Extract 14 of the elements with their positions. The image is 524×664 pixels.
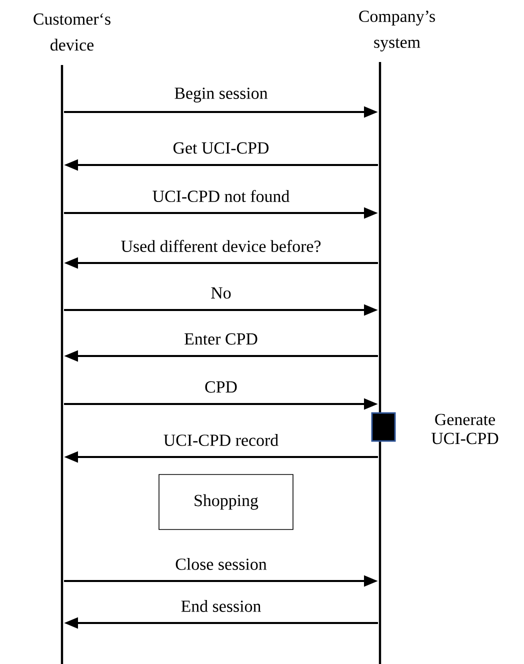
- edge-label: Used different device before?: [120, 238, 322, 254]
- lifeline-header: Customer‘s device: [34, 13, 110, 51]
- edge-label: No: [210, 286, 232, 300]
- lifeline-header: Company’s system: [359, 10, 435, 52]
- edge-label: End session: [180, 599, 262, 613]
- edge-label: UCI-CPD not found: [151, 188, 291, 204]
- edge-label: Get UCI-CPD: [172, 141, 270, 155]
- edge-label: UCI-CPD record: [162, 433, 280, 447]
- process-box: Shopping: [158, 474, 294, 530]
- edge-label: Begin session: [173, 86, 269, 104]
- edge-label: CPD: [204, 380, 238, 394]
- edge-label: Close session: [174, 557, 268, 571]
- edge-label: Enter CPD: [183, 332, 259, 346]
- step-label: Generate UCI-CPD: [431, 414, 498, 444]
